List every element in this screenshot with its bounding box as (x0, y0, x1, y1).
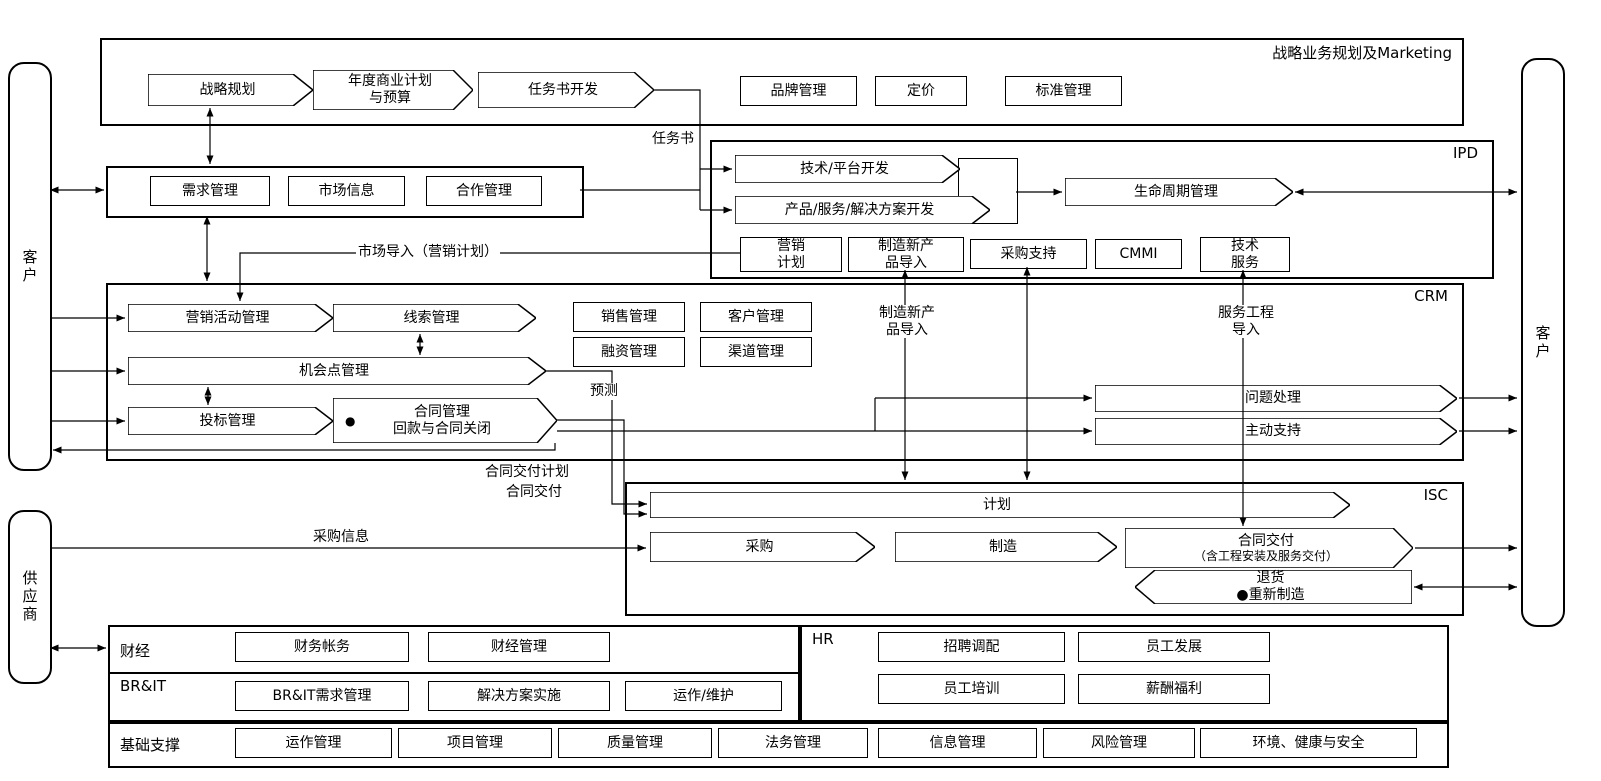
financing-mgmt-box: 融资管理 (573, 337, 685, 367)
recruiting-box: 招聘调配 (878, 632, 1065, 662)
returns-arrow: 退货 ●重新制造 (1135, 570, 1412, 604)
contract-bullet: ● (345, 413, 356, 428)
opportunity-mgmt-arrow: 机会点管理 (128, 357, 546, 385)
brit-label: BR&IT (118, 677, 168, 695)
standards-mgmt-box: 标准管理 (1005, 76, 1122, 106)
market-intro-flow-label: 市场导入（营销计划） (356, 244, 500, 261)
legal-mgmt-box: 法务管理 (718, 728, 868, 758)
market-info-box: 市场信息 (288, 176, 405, 206)
customer-left-box: 客户 (8, 62, 52, 471)
customer-mgmt-box: 客户管理 (700, 302, 812, 332)
annual-business-plan-arrow: 年度商业计划 与预算 (313, 70, 473, 110)
bidding-mgmt-arrow: 投标管理 (128, 407, 333, 435)
base-support-label: 基础支撑 (118, 734, 183, 755)
charter-development-arrow: 任务书开发 (478, 72, 654, 108)
delivery-flow-label: 合同交付 (504, 484, 564, 501)
forecast-flow-label: 预测 (588, 383, 620, 400)
risk-mgmt-box: 风险管理 (1043, 728, 1195, 758)
crm-npi-flow-label: 制造新产 品导入 (869, 305, 945, 339)
charter-flow-label: 任务书 (652, 131, 698, 148)
quality-mgmt-box: 质量管理 (558, 728, 712, 758)
contract-mgmt-arrow: ● 合同管理 回款与合同关闭 (333, 398, 557, 443)
hr-label: HR (810, 630, 836, 648)
tech-platform-dev-arrow: 技术/平台开发 (735, 155, 960, 183)
information-mgmt-box: 信息管理 (878, 728, 1037, 758)
ipd-title: IPD (1450, 144, 1480, 162)
project-mgmt-box: 项目管理 (398, 728, 552, 758)
operation-mgmt-box: 运作管理 (235, 728, 392, 758)
finance-label: 财经 (118, 640, 153, 661)
procurement-arrow: 采购 (650, 532, 875, 562)
marketing-activity-mgmt-arrow: 营销活动管理 (128, 304, 333, 332)
strategic-planning-arrow: 战略规划 (148, 74, 313, 106)
pricing-box: 定价 (875, 76, 967, 106)
channel-mgmt-box: 渠道管理 (700, 337, 812, 367)
ehs-box: 环境、健康与安全 (1200, 728, 1417, 758)
annual-business-plan-label: 年度商业计划 与预算 (348, 73, 432, 106)
tech-service-box: 技术服务 (1200, 237, 1290, 272)
marketing-plan-box: 营销计划 (740, 237, 842, 272)
strategy-title: 战略业务规划及Marketing (1270, 42, 1454, 63)
brit-req-mgmt-box: BR&IT需求管理 (235, 681, 409, 711)
compensation-benefits-box: 薪酬福利 (1078, 674, 1270, 704)
mfg-new-product-intro-box: 制造新产品导入 (848, 237, 964, 272)
planning-arrow: 计划 (650, 492, 1350, 518)
lifecycle-mgmt-arrow: 生命周期管理 (1065, 178, 1293, 206)
sales-mgmt-box: 销售管理 (573, 302, 685, 332)
strategic-planning-label: 战略规划 (199, 81, 256, 98)
supplier-box: 供应商 (8, 510, 52, 684)
financial-accounting-box: 财务帐务 (235, 632, 409, 662)
isc-title: ISC (1421, 486, 1450, 504)
customer-right-box: 客户 (1521, 58, 1565, 627)
leads-mgmt-arrow: 线索管理 (333, 304, 536, 332)
contract-delivery-arrow: 合同交付 （含工程安装及服务交付） (1125, 528, 1413, 568)
brand-mgmt-box: 品牌管理 (740, 76, 857, 106)
service-eng-flow-label: 服务工程 导入 (1206, 305, 1286, 339)
cooperation-mgmt-box: 合作管理 (426, 176, 542, 206)
procurement-support-box: 采购支持 (970, 239, 1087, 269)
charter-development-label: 任务书开发 (528, 81, 598, 98)
employee-development-box: 员工发展 (1078, 632, 1270, 662)
procurement-info-flow-label: 采购信息 (311, 529, 371, 546)
cmmi-box: CMMI (1095, 239, 1182, 269)
employee-training-box: 员工培训 (878, 674, 1065, 704)
product-service-solution-dev-arrow: 产品/服务/解决方案开发 (735, 196, 990, 224)
problem-handling-arrow: 问题处理 (1095, 385, 1457, 412)
operation-maintenance-box: 运作/维护 (625, 681, 782, 711)
crm-title: CRM (1412, 287, 1450, 305)
solution-impl-box: 解决方案实施 (428, 681, 610, 711)
requirements-mgmt-box: 需求管理 (150, 176, 270, 206)
delivery-plan-flow-label: 合同交付计划 (483, 464, 571, 481)
manufacturing-arrow: 制造 (895, 532, 1117, 562)
proactive-support-arrow: 主动支持 (1095, 418, 1457, 445)
finance-mgmt-box: 财经管理 (428, 632, 610, 662)
